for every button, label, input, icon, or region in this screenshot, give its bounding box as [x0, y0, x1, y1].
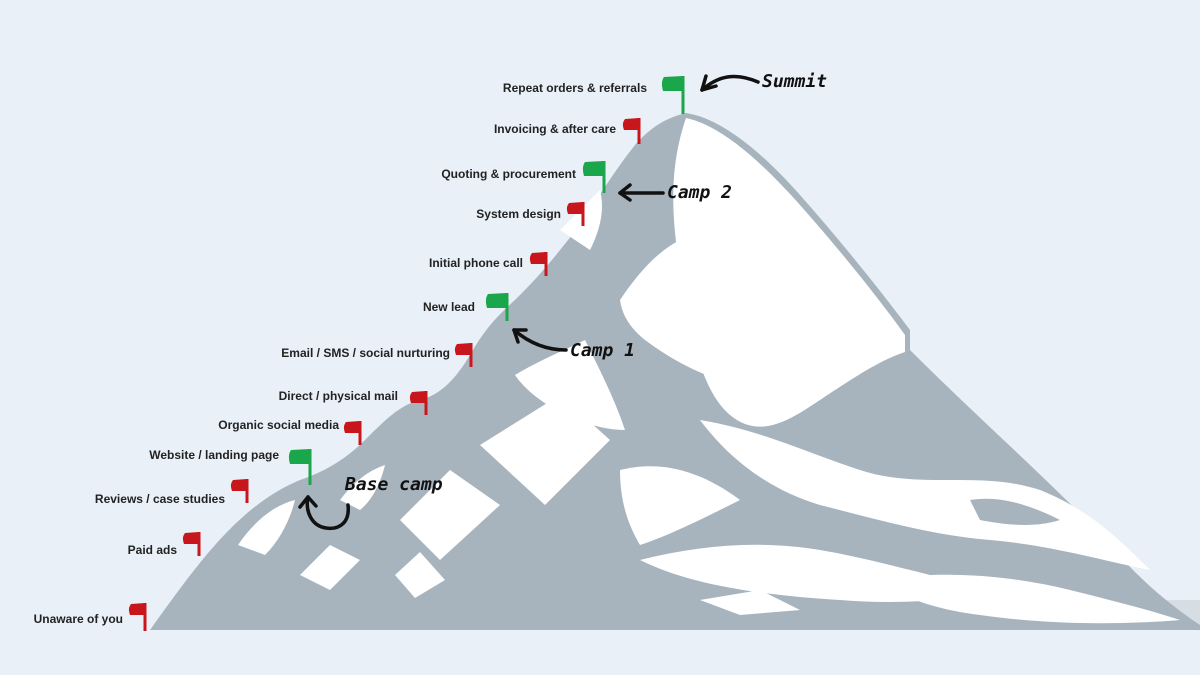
camp2-arrow	[618, 183, 665, 202]
camp-label-summit: Summit	[762, 71, 828, 92]
green-flag-icon-quoting	[582, 161, 606, 193]
red-flag-icon-system-design	[566, 202, 585, 226]
stage-label-system-design: System design	[476, 207, 561, 221]
red-flag-icon-reviews	[230, 479, 249, 503]
stage-label-new-lead: New lead	[422, 300, 475, 314]
camp1-arrow	[512, 328, 568, 352]
camp-label-camp1: Camp 1	[570, 340, 636, 361]
red-flag-icon-invoicing	[622, 118, 641, 144]
camp-label-camp2: Camp 2	[667, 182, 733, 203]
stage-label-paid-ads: Paid ads	[127, 543, 177, 557]
stage-label-nurturing: Email / SMS / social nurturing	[281, 346, 450, 360]
stage-label-repeat: Repeat orders & referrals	[502, 81, 647, 95]
green-flag-icon-new-lead	[485, 293, 509, 321]
stage-label-quoting: Quoting & procurement	[441, 167, 576, 181]
rock-streaks	[870, 436, 1060, 525]
camp-label-base: Base camp	[345, 474, 443, 495]
green-flag-icon-website	[288, 449, 312, 485]
stage-label-reviews: Reviews / case studies	[94, 492, 225, 506]
snow-patches	[238, 118, 1180, 624]
stage-label-phone-call: Initial phone call	[428, 256, 523, 270]
red-flag-icon-phone-call	[529, 252, 548, 276]
base-camp-arrow	[298, 495, 350, 531]
red-flag-icon-direct-mail	[409, 391, 428, 415]
red-flag-icon-unaware	[128, 603, 147, 631]
stage-label-unaware: Unaware of you	[33, 612, 123, 626]
stage-label-website: Website / landing page	[149, 448, 279, 462]
stage-label-invoicing: Invoicing & after care	[493, 122, 616, 136]
stage-label-organic-social: Organic social media	[218, 418, 339, 432]
red-flag-icon-paid-ads	[182, 532, 201, 556]
flags-layer	[128, 76, 685, 631]
red-flag-icon-organic-social	[343, 421, 362, 445]
stage-label-direct-mail: Direct / physical mail	[278, 389, 398, 403]
red-flag-icon-nurturing	[454, 343, 473, 367]
green-flag-icon-repeat	[661, 76, 685, 114]
summit-arrow	[700, 74, 760, 92]
